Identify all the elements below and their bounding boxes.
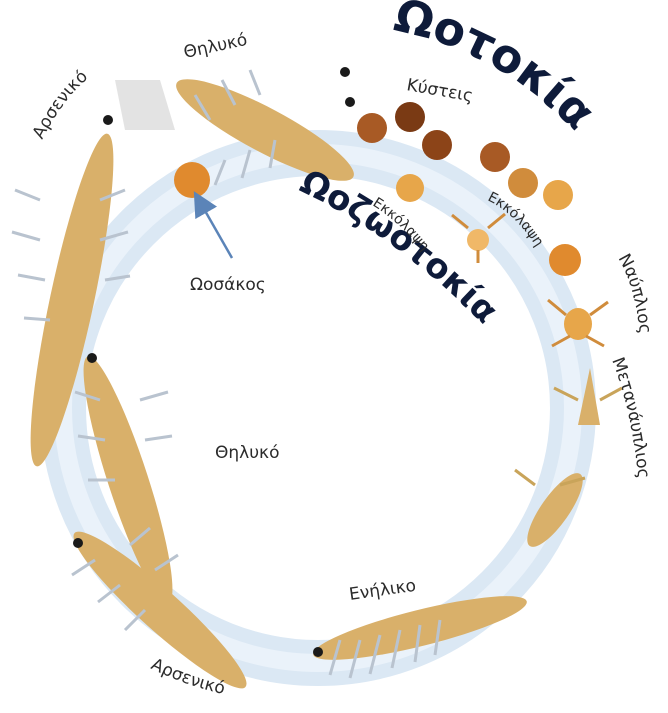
male-top-label: Αρσενικό [29,67,92,143]
brood-sac-arrow [200,202,232,258]
nauplius-label: Ναύπλιος [614,251,655,335]
female-top-label: Θηλυκό [182,30,249,63]
cysts-label: Κύστεις [405,75,474,106]
brood-sac-icon [174,162,210,198]
female-mid-label: Θηλυκό [215,443,279,463]
brood-sac-label: Ωοσάκος [190,275,266,295]
metanauplius-label: Μετανάυπλιος [607,355,653,480]
adult-label: Ενήλικο [348,576,417,605]
